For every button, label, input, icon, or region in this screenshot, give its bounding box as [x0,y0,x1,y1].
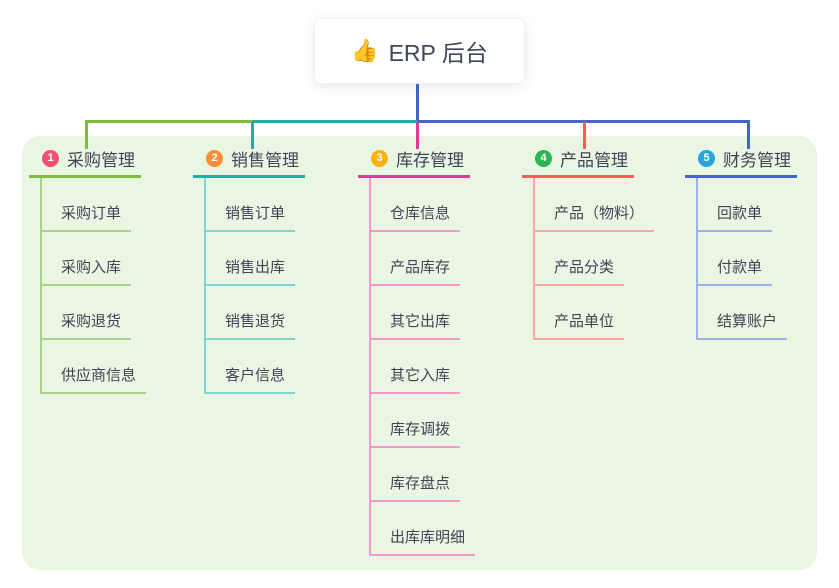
leaf-node[interactable]: 其它出库 [371,286,461,340]
leaf-node[interactable]: 付款单 [698,232,773,286]
branch-4: 4 产品管理产品（物料）产品分类产品单位 [522,147,655,340]
branch-2: 2 销售管理销售订单销售出库销售退货客户信息 [193,147,305,394]
branch-children: 回款单付款单结算账户 [696,178,788,340]
branch-number-badge: 4 [535,150,552,167]
branch-label: 库存管理 [396,151,464,170]
branch-children: 销售订单销售出库销售退货客户信息 [204,178,296,394]
branch-children: 采购订单采购入库采购退货供应商信息 [40,178,147,394]
leaf-node[interactable]: 库存盘点 [371,448,461,502]
leaf-node[interactable]: 结算账户 [698,286,788,340]
leaf-node[interactable]: 回款单 [698,178,773,232]
leaf-node[interactable]: 仓库信息 [371,178,461,232]
leaf-node[interactable]: 采购订单 [42,178,132,232]
root-node-erp[interactable]: 👍 ERP 后台 [314,18,525,84]
leaf-node[interactable]: 销售出库 [206,232,296,286]
leaf-node[interactable]: 采购退货 [42,286,132,340]
leaf-node[interactable]: 出库库明细 [371,502,476,556]
leaf-node[interactable]: 供应商信息 [42,340,147,394]
branch-number-badge: 3 [371,150,388,167]
branch-1: 1 采购管理采购订单采购入库采购退货供应商信息 [29,147,147,394]
branch-number-badge: 2 [206,150,223,167]
leaf-node[interactable]: 采购入库 [42,232,132,286]
branch-label: 财务管理 [723,151,791,170]
leaf-node[interactable]: 销售退货 [206,286,296,340]
branch-label: 产品管理 [560,151,628,170]
branch-number-badge: 1 [42,150,59,167]
branch-header[interactable]: 2 销售管理 [193,147,305,178]
branch-5: 5 财务管理回款单付款单结算账户 [685,147,797,340]
leaf-node[interactable]: 产品（物料） [535,178,655,232]
leaf-node[interactable]: 客户信息 [206,340,296,394]
leaf-node[interactable]: 产品分类 [535,232,625,286]
branch-children: 仓库信息产品库存其它出库其它入库库存调拨库存盘点出库库明细 [369,178,476,556]
branch-3: 3 库存管理仓库信息产品库存其它出库其它入库库存调拨库存盘点出库库明细 [358,147,476,556]
branch-label: 销售管理 [231,151,299,170]
branch-header[interactable]: 1 采购管理 [29,147,141,178]
leaf-node[interactable]: 销售订单 [206,178,296,232]
branch-label: 采购管理 [67,151,135,170]
leaf-node[interactable]: 其它入库 [371,340,461,394]
branches-background-panel [22,136,817,570]
branch-children: 产品（物料）产品分类产品单位 [533,178,655,340]
branch-header[interactable]: 5 财务管理 [685,147,797,178]
branch-number-badge: 5 [698,150,715,167]
leaf-node[interactable]: 库存调拨 [371,394,461,448]
leaf-node[interactable]: 产品库存 [371,232,461,286]
branch-header[interactable]: 3 库存管理 [358,147,470,178]
leaf-node[interactable]: 产品单位 [535,286,625,340]
thumbs-up-icon: 👍 [351,38,379,63]
root-node-label: ERP 后台 [388,40,488,66]
branch-header[interactable]: 4 产品管理 [522,147,634,178]
